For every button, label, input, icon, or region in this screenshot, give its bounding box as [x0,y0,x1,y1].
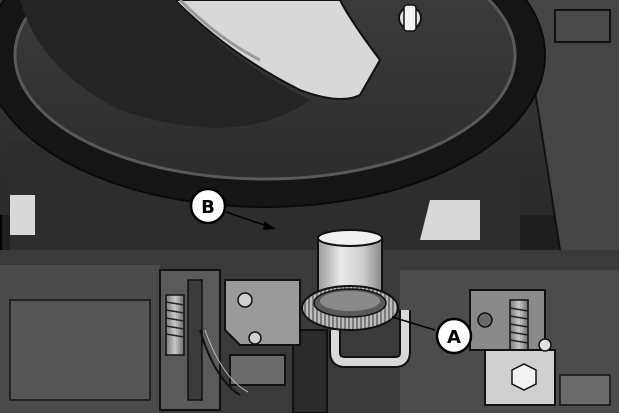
dash-opening-left [10,195,35,235]
callout-b-circle [189,187,227,225]
mount-bracket [224,279,301,346]
wheel-hub [173,0,382,100]
callout-b-label: B [201,197,215,218]
callout-a-circle [435,317,473,355]
hex-nut [511,363,537,391]
callout-a: A [435,317,473,355]
callout-a-leader [391,316,436,331]
callout-a-label: A [447,327,461,348]
callout-b-leader [225,211,271,228]
steering-wheel-rim [0,0,544,207]
callout-b-arrowhead [263,221,276,230]
dash-opening-right [420,200,480,240]
callout-b: B [189,187,227,225]
